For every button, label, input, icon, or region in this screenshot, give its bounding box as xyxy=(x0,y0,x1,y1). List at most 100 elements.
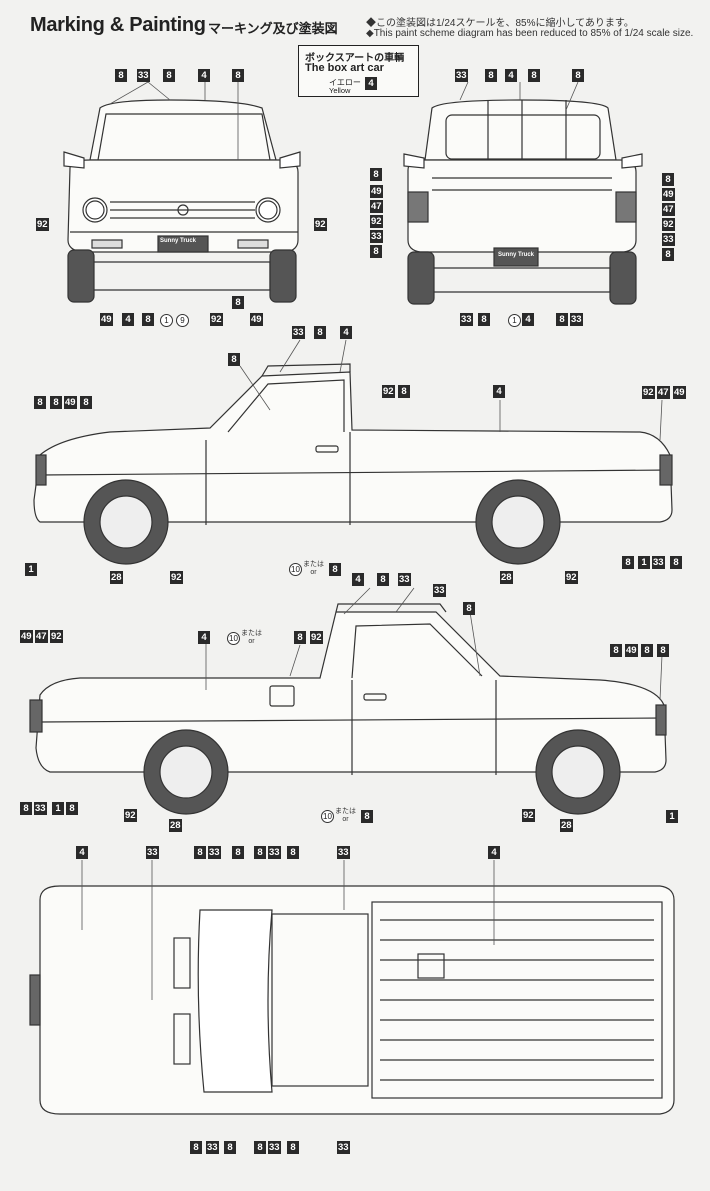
callout-rear-bottom-3: 1 xyxy=(508,314,521,327)
front-license-plate: Sunny Truck xyxy=(160,238,197,244)
callout-side2-bottom-11: 1 xyxy=(666,810,678,823)
callout-top-top-10: 4 xyxy=(488,846,500,859)
callout-rear-left-1: 8 xyxy=(370,168,382,181)
callout-top-bottom-7: 33 xyxy=(337,1141,350,1154)
callout-rear-bottom-6: 33 xyxy=(570,313,583,326)
page-title-jp: マーキング及び塗装図 xyxy=(208,21,338,36)
callout-side1-left-2: 8 xyxy=(50,396,62,409)
callout-front-bottom-8: 49 xyxy=(250,313,263,326)
callout-top-bottom-1: 8 xyxy=(190,1141,202,1154)
callout-top-top-8: 8 xyxy=(287,846,299,859)
callout-front-bottom-1: 49 xyxy=(100,313,113,326)
callout-rear-right-2: 49 xyxy=(662,188,675,201)
callout-front-bottom-2: 4 xyxy=(122,313,134,326)
callout-side2-left-2: 47 xyxy=(35,630,48,643)
callout-side1-left-1: 8 xyxy=(34,396,46,409)
callout-side2-bottom-6: 28 xyxy=(169,819,182,832)
callout-side2-bottom-9: 92 xyxy=(522,809,535,822)
callout-side2-bottom-7: 10 xyxy=(321,810,334,823)
callout-top-top-1: 4 xyxy=(76,846,88,859)
callout-side1-bottom-7: 92 xyxy=(565,571,578,584)
side-view-left-drawing xyxy=(33,363,673,565)
callout-front-left: 92 xyxy=(36,218,49,231)
callout-rear-left-4: 92 xyxy=(370,215,383,228)
callout-side1-bottom-9: 1 xyxy=(638,556,650,569)
callout-side2-left-1: 49 xyxy=(20,630,33,643)
callout-side1-left-3: 49 xyxy=(64,396,77,409)
callout-side1-bottom-10: 33 xyxy=(652,556,665,569)
callout-side2-bottom-1: 8 xyxy=(20,802,32,815)
callout-rear-left-6: 8 xyxy=(370,245,382,258)
callout-front-right: 92 xyxy=(314,218,327,231)
callout-top-bottom-4: 8 xyxy=(254,1141,266,1154)
callout-side2-bottom-10: 28 xyxy=(560,819,573,832)
callout-front-bottom-6: 92 xyxy=(210,313,223,326)
callout-top-top-2: 33 xyxy=(146,846,159,859)
callout-front-top-3: 8 xyxy=(163,69,175,82)
callout-top-bottom-6: 8 xyxy=(287,1141,299,1154)
callout-side2-right-2: 49 xyxy=(625,644,638,657)
or-note-side1-en: or xyxy=(310,569,317,576)
or-note-side2-top-jp: または xyxy=(241,630,262,637)
callout-side2-top-9: 92 xyxy=(310,631,323,644)
callout-top-top-9: 33 xyxy=(337,846,350,859)
callout-rear-right-1: 8 xyxy=(662,173,674,186)
callout-side1-bottom-4: 10 xyxy=(289,563,302,576)
callout-side2-top-6: 4 xyxy=(198,631,210,644)
callout-side1-bottom-2: 28 xyxy=(110,571,123,584)
scale-note-jp: ◆この塗装図は1/24スケールを、85%に縮小してあります。 xyxy=(366,18,634,29)
or-note-side2-bottom-jp: または xyxy=(335,808,356,815)
callout-side1-right-2: 47 xyxy=(657,386,670,399)
callout-side1-bottom-3: 92 xyxy=(170,571,183,584)
callout-side1-top-4: 8 xyxy=(228,353,240,366)
callout-side1-bottom-6: 28 xyxy=(500,571,513,584)
callout-side1-left-4: 8 xyxy=(80,396,92,409)
callout-side1-bottom-8: 8 xyxy=(622,556,634,569)
callout-side2-top-3: 33 xyxy=(398,573,411,586)
callout-top-top-3: 8 xyxy=(194,846,206,859)
callout-rear-top-5: 8 xyxy=(572,69,584,82)
callout-side2-top-1: 4 xyxy=(352,573,364,586)
callout-rear-top-2: 8 xyxy=(485,69,497,82)
callout-rear-bottom-1: 33 xyxy=(460,313,473,326)
callout-top-bottom-5: 33 xyxy=(268,1141,281,1154)
callout-side2-right-3: 8 xyxy=(641,644,653,657)
callout-top-top-4: 33 xyxy=(208,846,221,859)
callout-front-bottom-3: 8 xyxy=(142,313,154,326)
callout-rear-top-1: 33 xyxy=(455,69,468,82)
callout-side1-top-3: 4 xyxy=(340,326,352,339)
callout-front-bottom-5: 9 xyxy=(176,314,189,327)
or-note-side2-bottom-en: or xyxy=(342,816,349,823)
callout-top-top-6: 8 xyxy=(254,846,266,859)
callout-front-top-2: 33 xyxy=(137,69,150,82)
callout-front-bottom-7: 8 xyxy=(232,296,244,309)
callout-rear-bottom-4: 4 xyxy=(522,313,534,326)
callout-front-top-4: 4 xyxy=(198,69,210,82)
callout-side2-top-5: 8 xyxy=(463,602,475,615)
callout-rear-left-5: 33 xyxy=(370,230,383,243)
callout-side1-top-2: 8 xyxy=(314,326,326,339)
callout-side1-top-1: 33 xyxy=(292,326,305,339)
callout-side2-bottom-3: 1 xyxy=(52,802,64,815)
callout-rear-top-4: 8 xyxy=(528,69,540,82)
callout-side1-bottom-1: 1 xyxy=(25,563,37,576)
box-art-title-en: The box art car xyxy=(305,62,384,74)
callout-rear-right-3: 47 xyxy=(662,203,675,216)
callout-side2-top-4: 33 xyxy=(433,584,446,597)
leader-lines xyxy=(81,81,663,1000)
callout-side2-top-7: 10 xyxy=(227,632,240,645)
callout-rear-top-3: 4 xyxy=(505,69,517,82)
callout-side2-top-8: 8 xyxy=(294,631,306,644)
side-view-right-drawing xyxy=(29,603,667,815)
callout-side2-bottom-2: 33 xyxy=(34,802,47,815)
box-art-title-jp: ボックスアートの車輌 xyxy=(305,53,405,64)
callout-rear-right-5: 33 xyxy=(662,233,675,246)
or-note-side1-jp: または xyxy=(303,561,324,568)
callout-front-top-5: 8 xyxy=(232,69,244,82)
callout-top-bottom-3: 8 xyxy=(224,1141,236,1154)
